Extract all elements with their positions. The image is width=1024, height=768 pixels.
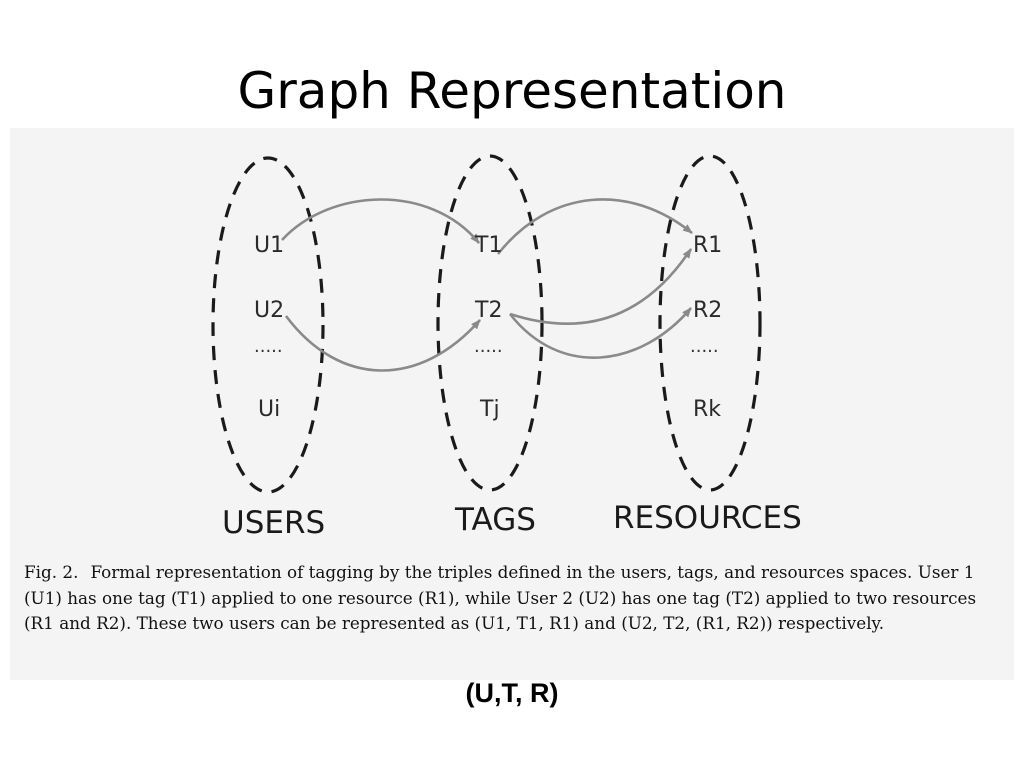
figure-panel: U1 U2 ..... Ui T1 T2 ..... Tj R1 R2 ....…: [10, 128, 1014, 680]
tags-group-label: TAGS: [454, 502, 536, 538]
node-r2: R2: [693, 298, 722, 323]
node-rk: Rk: [693, 397, 721, 422]
users-group-label: USERS: [222, 505, 325, 541]
node-tj: Tj: [479, 397, 500, 422]
node-u1: U1: [254, 233, 284, 258]
node-u2: U2: [254, 298, 284, 323]
figure-caption: Fig. 2.Formal representation of tagging …: [24, 560, 1004, 637]
edge-u1-t1: [281, 198, 481, 244]
figure-number: Fig. 2.: [24, 562, 79, 582]
node-t1: T1: [474, 233, 502, 258]
resources-ellipsis: .....: [690, 336, 719, 357]
resources-group-label: RESOURCES: [613, 500, 802, 536]
edge-t2-r1: [509, 248, 693, 325]
edge-u2-t2: [284, 315, 481, 372]
resources-group-ellipse: [658, 154, 762, 492]
node-t2: T2: [474, 298, 502, 323]
users-group-ellipse: [211, 156, 325, 494]
node-r1: R1: [693, 233, 722, 258]
node-ui: Ui: [258, 397, 280, 422]
edge-t1-r1: [496, 198, 693, 255]
tags-ellipsis: .....: [474, 336, 503, 357]
tags-group-ellipse: [436, 154, 544, 492]
tagging-graph-diagram: U1 U2 ..... Ui T1 T2 ..... Tj R1 R2 ....…: [211, 154, 802, 541]
users-ellipsis: .....: [254, 336, 283, 357]
slide-title: Graph Representation: [237, 62, 787, 120]
edge-t2-r2: [508, 307, 692, 359]
tuple-label: (U,T, R): [465, 678, 559, 708]
figure-caption-text: Formal representation of tagging by the …: [24, 562, 977, 633]
